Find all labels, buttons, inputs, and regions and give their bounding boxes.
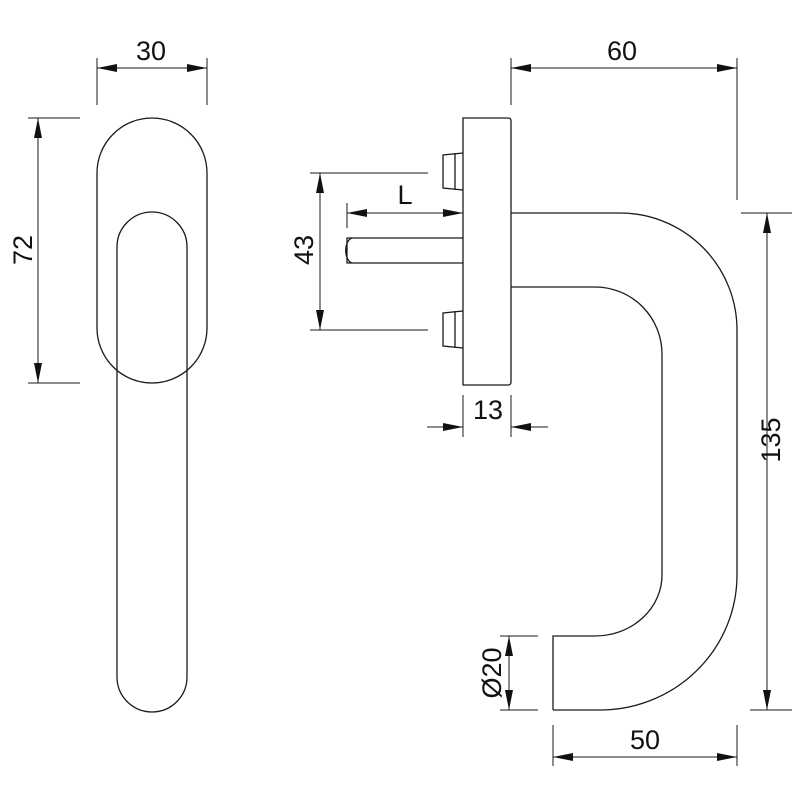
spindle: [345, 237, 463, 264]
dim-label-13: 13: [473, 395, 503, 425]
screw-top: [442, 152, 464, 191]
handle-inner: [511, 286, 663, 710]
dim-label-30: 30: [136, 36, 166, 66]
dim-label-72: 72: [8, 235, 38, 265]
front-rose: [96, 117, 208, 384]
dim-label-50: 50: [630, 725, 660, 755]
dim-label-L: L: [397, 180, 412, 210]
dimension-60: 60: [510, 36, 738, 200]
front-lever: [116, 211, 188, 713]
side-rose-plate: [462, 117, 512, 386]
dimension-135: 135: [741, 212, 792, 711]
dimension-30: 30: [96, 36, 208, 105]
dimension-L: L: [346, 180, 463, 228]
dimension-43: 43: [289, 172, 428, 331]
dim-label-60: 60: [607, 36, 637, 66]
handle-outer: [511, 212, 738, 711]
dimension-50: 50: [552, 725, 738, 766]
dim-label-135: 135: [756, 417, 786, 462]
dim-label-43: 43: [289, 235, 319, 265]
front-view: [96, 117, 208, 713]
dim-label-diameter-20: Ø20: [477, 647, 507, 698]
dimension-72: 72: [8, 117, 80, 384]
dimension-diameter-20: Ø20: [477, 635, 538, 711]
side-view: [345, 117, 738, 711]
dimension-13: 13: [427, 395, 548, 437]
screw-bottom: [442, 310, 464, 349]
